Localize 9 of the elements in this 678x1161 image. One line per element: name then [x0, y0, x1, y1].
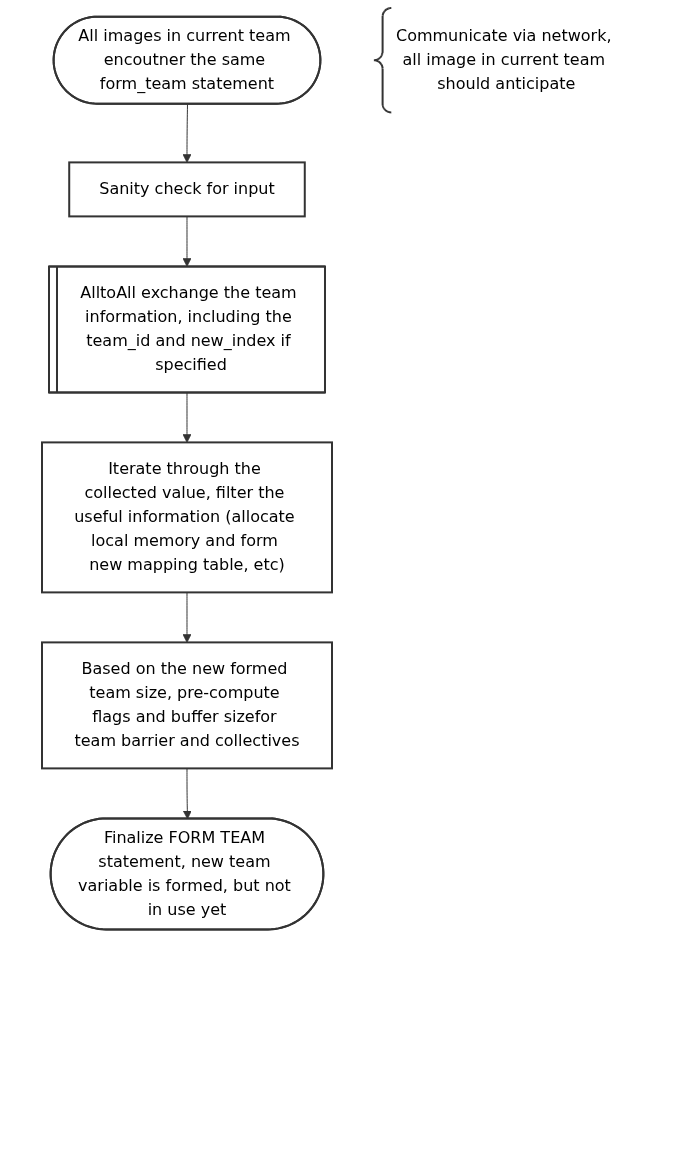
node-text: Communicate via network, all image in current team should anticipate: [395, 26, 612, 94]
arrow: [182, 767, 192, 820]
node-box: Based on the new formed team size, pre-compute flags and buffer sizefor team barrier and collectives: [40, 641, 333, 770]
node-box: Iterate through the collected value, filter the useful information (allocate local memory and form new mapping table, etc): [40, 441, 333, 594]
arrow: [182, 591, 192, 643]
arrow: [182, 215, 192, 267]
arrow: [182, 103, 192, 163]
node-box: Sanity check for input: [68, 161, 306, 218]
arrow: [182, 391, 192, 443]
